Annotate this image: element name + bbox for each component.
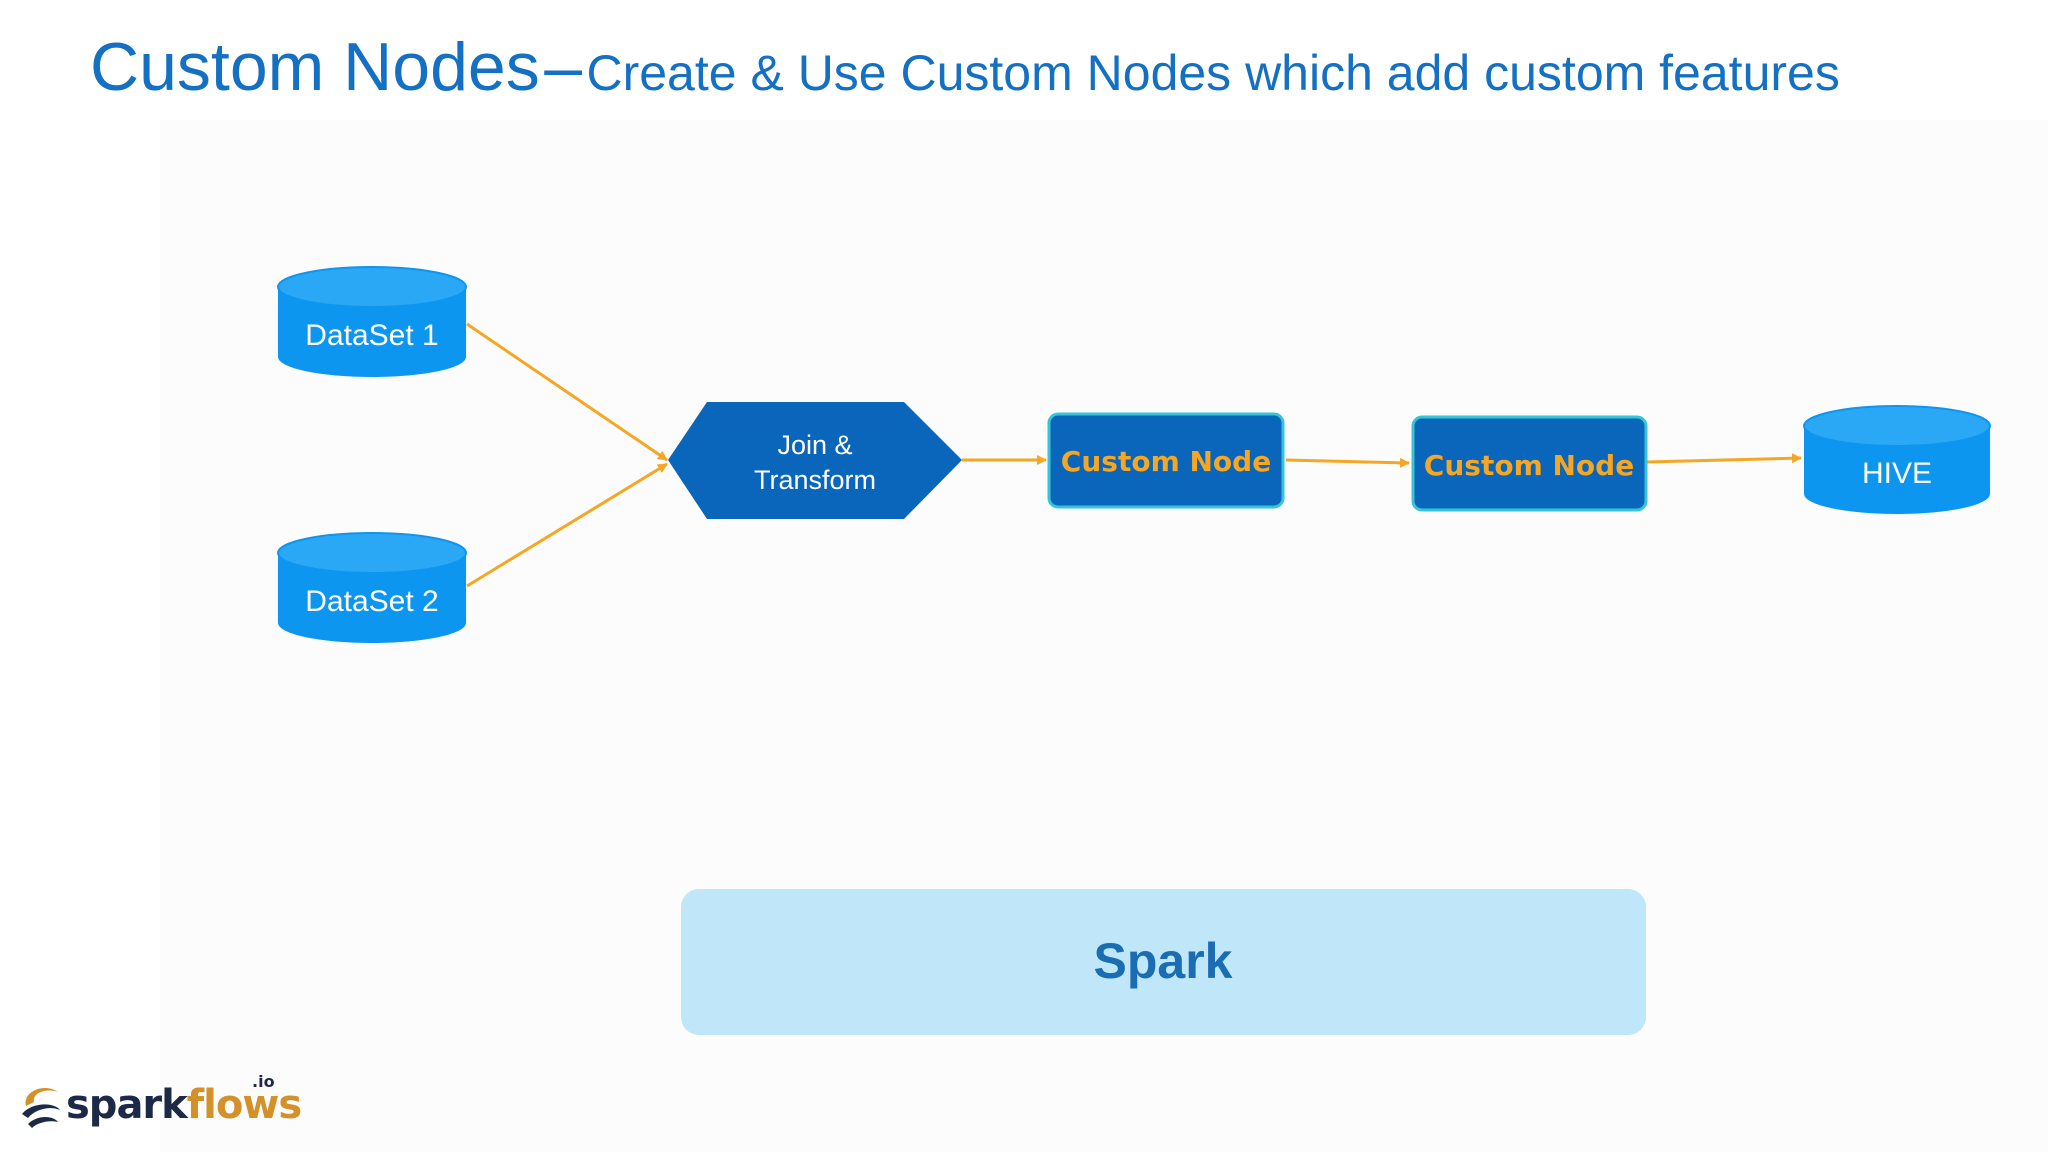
swoosh-icon <box>22 1087 60 1128</box>
dataset2-node[interactable]: DataSet 2 <box>277 532 467 643</box>
join-transform-node[interactable]: Join & Transform <box>668 402 962 519</box>
dataset1-label: DataSet 1 <box>305 319 438 352</box>
edge-dataset2-to-join <box>466 462 668 588</box>
spark-platform: Spark <box>681 889 1646 1035</box>
hive-node[interactable]: HIVE <box>1803 405 1991 514</box>
title-main: Custom Nodes <box>90 29 540 105</box>
edge-custom2-to-hive <box>1645 453 1802 464</box>
title-dash: – <box>544 29 583 105</box>
dataset2-label: DataSet 2 <box>305 585 438 618</box>
sparkflows-logo: sparkflows .io <box>18 1072 302 1132</box>
spark-label: Spark <box>1094 933 1233 989</box>
hive-label: HIVE <box>1862 457 1932 490</box>
edge-dataset1-to-join <box>466 322 668 462</box>
logo-accent: flows <box>186 1082 302 1128</box>
edge-custom1-to-custom2 <box>1285 457 1410 468</box>
title-subtitle: Create & Use Custom Nodes which add cust… <box>586 45 1840 101</box>
slide-title: Custom Nodes – Create & Use Custom Nodes… <box>90 28 1840 106</box>
join-label-line2: Transform <box>754 465 876 495</box>
logo-wordmark: sparkflows <box>66 1082 302 1128</box>
custom-node-1[interactable]: Custom Node <box>1047 412 1285 509</box>
logo-suffix: .io <box>252 1072 275 1091</box>
custom-node-2[interactable]: Custom Node <box>1411 415 1648 512</box>
join-label-line1: Join & <box>777 430 852 460</box>
dataset1-node[interactable]: DataSet 1 <box>277 266 467 377</box>
logo-main: spark <box>66 1082 188 1128</box>
custom-node-1-label: Custom Node <box>1061 445 1271 478</box>
custom-node-2-label: Custom Node <box>1424 449 1634 482</box>
